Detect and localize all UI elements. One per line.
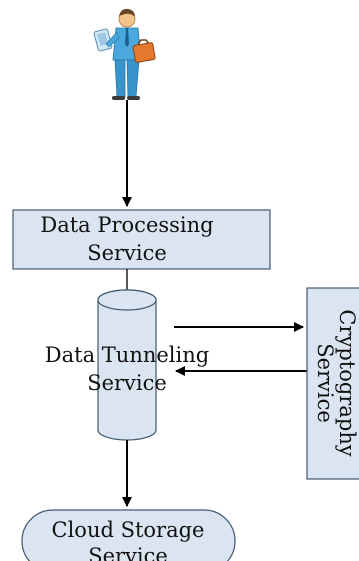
- cloud-storage-service-label-line1: Cloud Storage: [52, 518, 205, 542]
- data-tunneling-service-node: Data Tunneling Service: [45, 289, 209, 441]
- cloud-storage-service-node: Cloud Storage Service: [21, 509, 236, 561]
- cloud-storage-service-label-line2: Service: [88, 544, 168, 561]
- data-processing-service-node: Data Processing Service: [12, 209, 271, 270]
- data-processing-service-label-line1: Data Processing: [40, 213, 213, 237]
- data-tunneling-service-label-line2: Service: [87, 371, 167, 395]
- business-user-icon: [93, 8, 156, 100]
- data-processing-service-label-line2: Service: [87, 241, 167, 265]
- cryptography-service-node: Cryptography Service: [306, 287, 359, 480]
- cryptography-service-label-line2: Service: [313, 343, 337, 423]
- cryptography-service-label-line1: Cryptography: [335, 309, 359, 456]
- data-tunneling-service-label-line1: Data Tunneling: [45, 343, 209, 367]
